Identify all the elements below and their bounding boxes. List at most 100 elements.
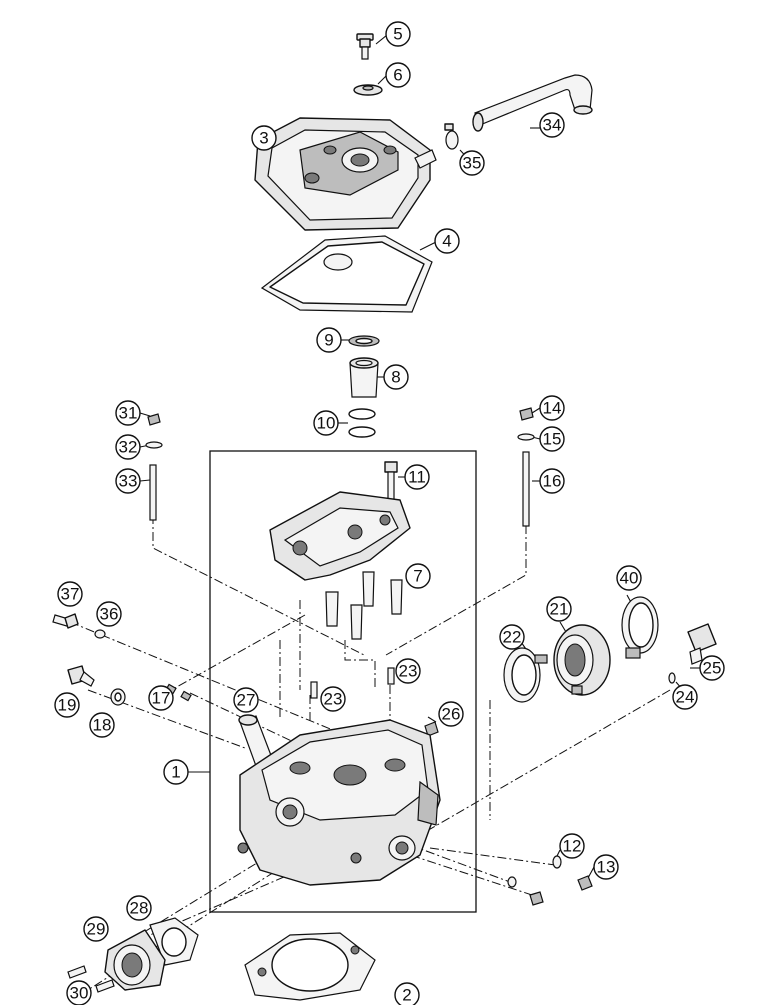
callout-12: 12 — [559, 833, 585, 859]
callout-31: 31 — [115, 400, 141, 426]
washer-part-24 — [668, 672, 676, 684]
manifold-part-29 — [104, 929, 166, 991]
callout-23b: 23 — [320, 686, 346, 712]
hose-clamp-part-35 — [444, 123, 459, 150]
callout-label-31: 31 — [119, 404, 138, 423]
callout-1: 1 — [163, 759, 189, 785]
callout-24: 24 — [672, 684, 698, 710]
callout-label-33: 33 — [119, 472, 138, 491]
callout-8: 8 — [383, 364, 409, 390]
callout-14: 14 — [539, 395, 565, 421]
callout-label-23b: 23 — [324, 690, 343, 709]
callout-label-23a: 23 — [399, 662, 418, 681]
clamp-part-40 — [621, 596, 659, 659]
breather-hose-part-34 — [472, 74, 593, 132]
callout-label-11: 11 — [408, 468, 426, 487]
sensor-part-25 — [687, 623, 717, 665]
stud-set-right-14-15-16 — [517, 407, 535, 527]
grommet-part-6 — [353, 84, 383, 96]
callout-21: 21 — [546, 596, 572, 622]
callout-label-26: 26 — [442, 705, 461, 724]
bolt-part-5 — [356, 33, 374, 60]
stud-set-left-31-32-33 — [145, 413, 163, 521]
dowel-pins-part-23 — [310, 667, 395, 699]
fittings-lower-right — [507, 876, 544, 906]
callout-label-28: 28 — [130, 899, 149, 918]
callout-label-27: 27 — [237, 691, 256, 710]
callout-label-9: 9 — [324, 331, 333, 350]
callout-25: 25 — [699, 655, 725, 681]
callout-label-40: 40 — [620, 569, 639, 588]
callout-35: 35 — [459, 150, 485, 176]
callout-13: 13 — [593, 854, 619, 880]
callout-4: 4 — [434, 228, 460, 254]
callout-label-18: 18 — [93, 716, 112, 735]
plug-part-13 — [577, 875, 593, 891]
callout-label-17: 17 — [152, 689, 171, 708]
callout-6: 6 — [385, 62, 411, 88]
callout-19: 19 — [54, 692, 80, 718]
callout-17: 17 — [148, 685, 174, 711]
callout-2: 2 — [394, 982, 420, 1005]
cylinder-head-part-1 — [237, 719, 441, 886]
callout-label-22: 22 — [503, 628, 522, 647]
tube-part-27 — [238, 714, 273, 767]
callout-32: 32 — [115, 434, 141, 460]
callout-27: 27 — [233, 687, 259, 713]
callout-label-10: 10 — [317, 414, 336, 433]
callout-label-16: 16 — [543, 472, 562, 491]
callout-label-8: 8 — [391, 368, 400, 387]
plug-part-19 — [67, 665, 95, 687]
bolts-part-30 — [67, 965, 115, 993]
washer-part-36 — [94, 629, 106, 639]
callout-40: 40 — [616, 565, 642, 591]
bolt-part-11 — [384, 461, 398, 501]
callout-label-14: 14 — [543, 399, 562, 418]
callout-37: 37 — [57, 581, 83, 607]
plug-part-37 — [52, 613, 79, 629]
callout-5: 5 — [385, 21, 411, 47]
callout-9: 9 — [316, 327, 342, 353]
callout-28: 28 — [126, 895, 152, 921]
callout-label-1: 1 — [171, 763, 180, 782]
camshaft-carrier — [269, 491, 411, 581]
callout-label-34: 34 — [543, 116, 562, 135]
washer-part-18 — [110, 688, 126, 706]
callout-label-6: 6 — [393, 66, 402, 85]
callout-label-35: 35 — [463, 154, 482, 173]
callout-label-25: 25 — [703, 659, 722, 678]
callout-3: 3 — [251, 125, 277, 151]
callout-26: 26 — [438, 701, 464, 727]
callout-16: 16 — [539, 468, 565, 494]
seal-ring-part-9 — [348, 335, 380, 347]
callout-23a: 23 — [395, 658, 421, 684]
cylinder-head-assembly-frame — [209, 450, 477, 913]
clamp-part-22 — [503, 647, 548, 703]
callout-label-5: 5 — [393, 25, 402, 44]
callout-18: 18 — [89, 712, 115, 738]
o-rings-part-10 — [348, 408, 376, 438]
callout-15: 15 — [539, 426, 565, 452]
callout-label-29: 29 — [87, 920, 106, 939]
valve-cover-part-3 — [254, 117, 437, 231]
o-ring-part-12 — [552, 855, 562, 869]
callout-label-3: 3 — [259, 129, 268, 148]
sleeve-part-8 — [349, 357, 379, 398]
callout-label-19: 19 — [58, 696, 77, 715]
intake-flange-part-21 — [553, 624, 611, 696]
callout-label-24: 24 — [676, 688, 695, 707]
callout-label-36: 36 — [100, 605, 119, 624]
cover-gasket-part-4 — [260, 235, 433, 313]
callout-34: 34 — [539, 112, 565, 138]
callout-29: 29 — [83, 916, 109, 942]
callout-label-15: 15 — [543, 430, 562, 449]
plug-part-26 — [424, 721, 439, 737]
callout-7: 7 — [405, 563, 431, 589]
callout-label-12: 12 — [563, 837, 582, 856]
callout-label-30: 30 — [70, 984, 89, 1003]
callout-36: 36 — [96, 601, 122, 627]
callout-30: 30 — [66, 980, 92, 1005]
callout-10: 10 — [313, 410, 339, 436]
callout-22: 22 — [499, 624, 525, 650]
